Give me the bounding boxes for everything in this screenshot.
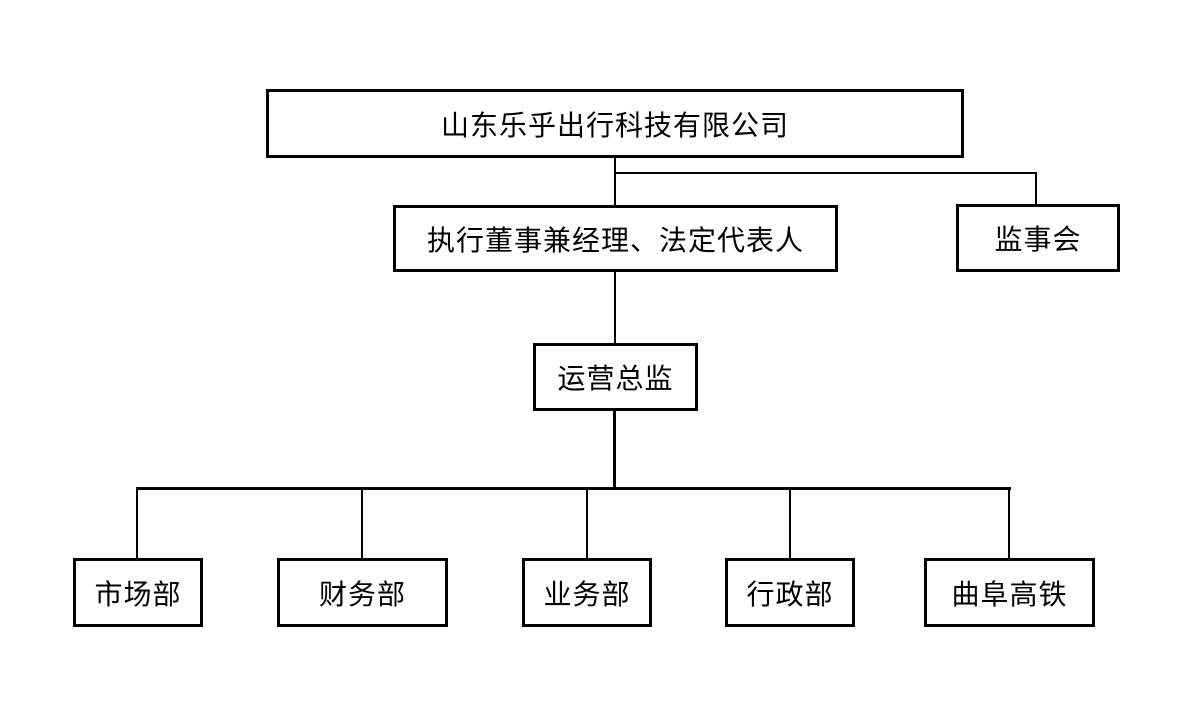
connector-drop-marketing-dept xyxy=(136,487,138,558)
org-node-finance-dept-label: 财务部 xyxy=(318,578,406,610)
org-node-company-label: 山东乐乎出行科技有限公司 xyxy=(440,109,789,141)
connector-operations-stem xyxy=(613,411,616,488)
connector-branch-horizontal xyxy=(614,172,1037,174)
connector-drop-business-dept xyxy=(586,487,588,558)
connector-drop-qufu-high-speed-rail xyxy=(1008,487,1010,558)
org-node-marketing-dept: 市场部 xyxy=(73,558,203,627)
connector-company-stem xyxy=(614,158,616,205)
org-node-admin-dept: 行政部 xyxy=(725,558,855,627)
org-node-finance-dept: 财务部 xyxy=(277,558,448,627)
org-node-qufu-high-speed-rail: 曲阜高铁 xyxy=(924,558,1095,627)
org-node-business-dept-label: 业务部 xyxy=(543,578,631,610)
org-node-qufu-high-speed-rail-label: 曲阜高铁 xyxy=(951,578,1068,610)
org-node-operations-director: 运营总监 xyxy=(533,343,698,411)
org-node-company: 山东乐乎出行科技有限公司 xyxy=(266,89,964,158)
connector-to-supervisory-board xyxy=(1035,172,1037,204)
org-node-exec-director-label: 执行董事兼经理、法定代表人 xyxy=(426,224,804,256)
org-node-business-dept: 业务部 xyxy=(522,558,652,627)
connector-drop-finance-dept xyxy=(361,487,363,558)
connector-exec-to-operations xyxy=(614,272,616,343)
org-node-supervisory-board: 监事会 xyxy=(956,204,1120,272)
org-node-supervisory-board-label: 监事会 xyxy=(994,224,1082,255)
connector-drop-admin-dept xyxy=(789,487,791,558)
org-node-admin-dept-label: 行政部 xyxy=(746,578,834,610)
org-node-marketing-dept-label: 市场部 xyxy=(94,578,182,610)
org-node-exec-director: 执行董事兼经理、法定代表人 xyxy=(393,205,838,272)
connector-departments-bus-bar xyxy=(137,487,1011,490)
org-node-operations-director-label: 运营总监 xyxy=(557,363,674,394)
